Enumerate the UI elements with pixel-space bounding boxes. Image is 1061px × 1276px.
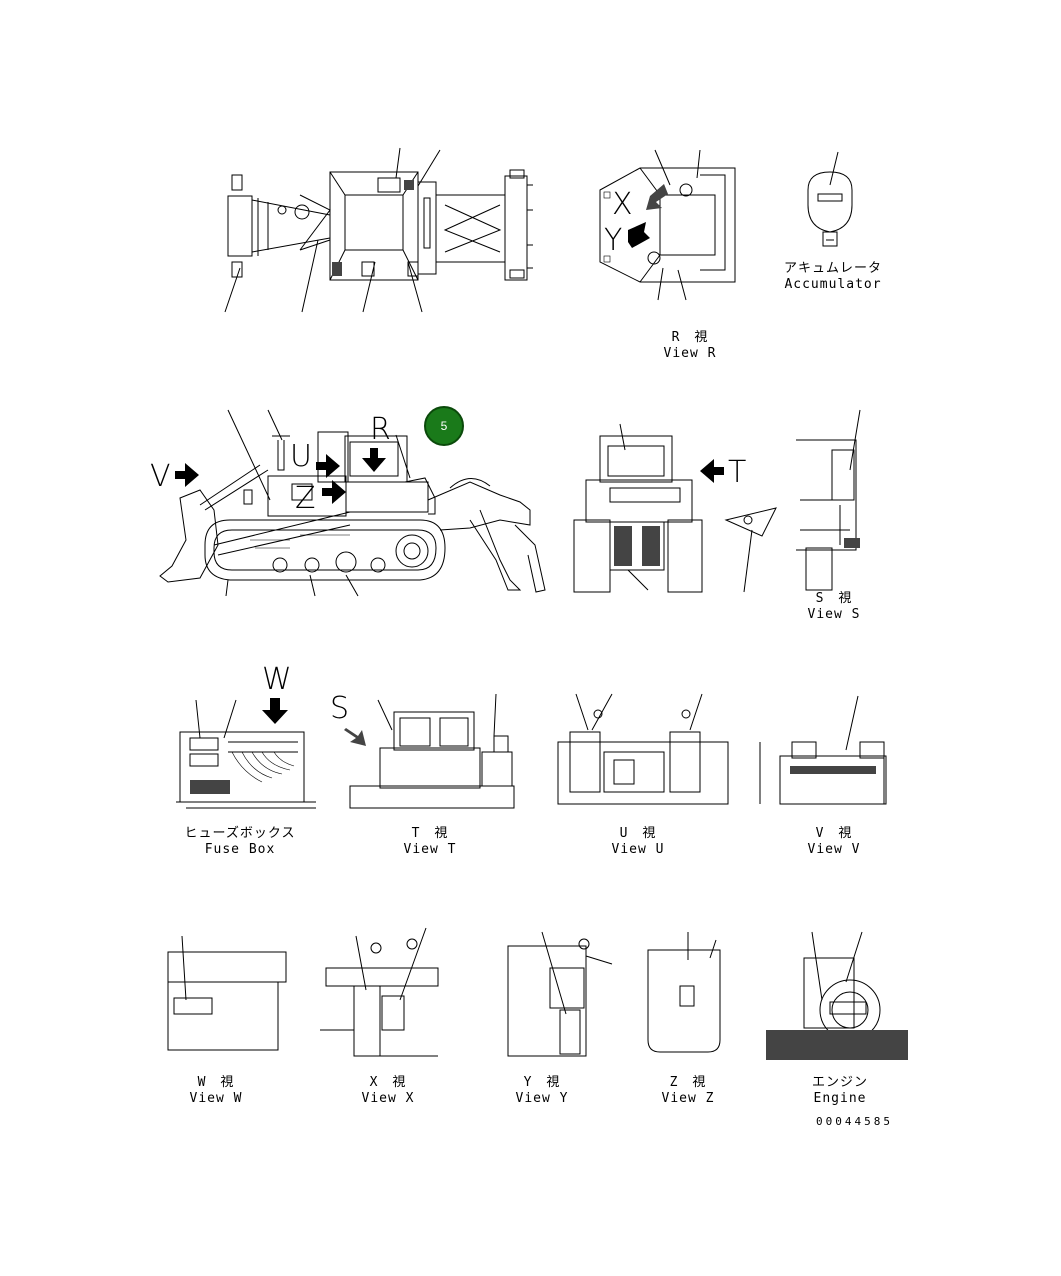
caption-view-s: S 視 View S <box>784 591 884 623</box>
caption-view-y-jp: Y 視 <box>523 1075 561 1090</box>
caption-view-z-jp: Z 視 <box>669 1075 707 1090</box>
top-view-drawing <box>224 147 533 313</box>
caption-engine: エンジン Engine <box>790 1075 890 1107</box>
side-view-drawing <box>159 409 546 597</box>
caption-engine-jp: エンジン <box>811 1075 868 1090</box>
engine-drawing <box>766 931 908 1060</box>
view-letter-r: R <box>370 412 391 447</box>
view-letter-t: T <box>728 455 747 490</box>
view-letter-y: Y <box>604 223 623 258</box>
caption-view-u-en: View U <box>611 842 665 857</box>
caption-view-s-jp: S 視 <box>815 591 853 606</box>
view-x-drawing <box>320 927 439 1057</box>
caption-accumulator: アキュムレータ Accumulator <box>770 261 896 293</box>
caption-fuse-box: ヒューズボックス Fuse Box <box>174 826 306 858</box>
caption-view-z-en: View Z <box>661 1091 715 1106</box>
caption-view-w: W 視 View W <box>166 1075 266 1107</box>
view-letter-x: X <box>612 187 633 222</box>
caption-accumulator-jp: アキュムレータ <box>783 261 882 276</box>
caption-view-t-en: View T <box>403 842 457 857</box>
caption-view-u: U 視 View U <box>588 826 688 858</box>
caption-view-t-jp: T 視 <box>411 826 449 841</box>
view-s-drawing <box>796 409 861 591</box>
view-u-drawing <box>557 693 729 805</box>
caption-accumulator-en: Accumulator <box>784 277 882 292</box>
caption-fuse-box-jp: ヒューズボックス <box>184 826 296 841</box>
view-letter-v: V <box>150 459 171 494</box>
caption-view-r-en: View R <box>663 346 717 361</box>
view-z-drawing <box>647 932 721 1053</box>
caption-view-x-jp: X 視 <box>369 1075 407 1090</box>
caption-engine-en: Engine <box>813 1091 867 1106</box>
drawing-number: 00044585 <box>816 1115 893 1128</box>
view-y-drawing <box>507 931 613 1057</box>
caption-view-y-en: View Y <box>515 1091 569 1106</box>
caption-view-y: Y 視 View Y <box>492 1075 592 1107</box>
caption-view-r: R 視 View R <box>640 330 740 362</box>
caption-fuse-box-en: Fuse Box <box>204 842 276 857</box>
view-r-drawing <box>599 149 736 301</box>
caption-view-v-jp: V 視 <box>815 826 853 841</box>
view-letter-w: W <box>262 662 292 697</box>
caption-view-r-jp: R 視 <box>671 330 709 345</box>
view-letter-u: U <box>290 439 312 474</box>
fuse-box-drawing <box>176 698 316 809</box>
view-letter-s: S <box>330 691 350 726</box>
caption-view-t: T 視 View T <box>380 826 480 858</box>
front-view-drawing <box>573 423 777 593</box>
view-w-drawing <box>167 935 287 1051</box>
caption-view-x: X 視 View X <box>338 1075 438 1107</box>
callout-badge[interactable]: 5 <box>424 406 464 446</box>
caption-view-x-en: View X <box>361 1091 415 1106</box>
caption-view-z: Z 視 View Z <box>638 1075 738 1107</box>
caption-view-u-jp: U 視 <box>619 826 657 841</box>
caption-view-w-en: View W <box>189 1091 243 1106</box>
caption-view-v-en: View V <box>807 842 861 857</box>
view-v-drawing <box>759 695 887 805</box>
caption-view-w-jp: W 視 <box>197 1075 235 1090</box>
caption-view-s-en: View S <box>807 607 861 622</box>
accumulator-drawing <box>807 151 853 247</box>
caption-view-v: V 視 View V <box>784 826 884 858</box>
view-t-drawing <box>344 693 515 809</box>
view-letter-z: Z <box>295 481 316 516</box>
